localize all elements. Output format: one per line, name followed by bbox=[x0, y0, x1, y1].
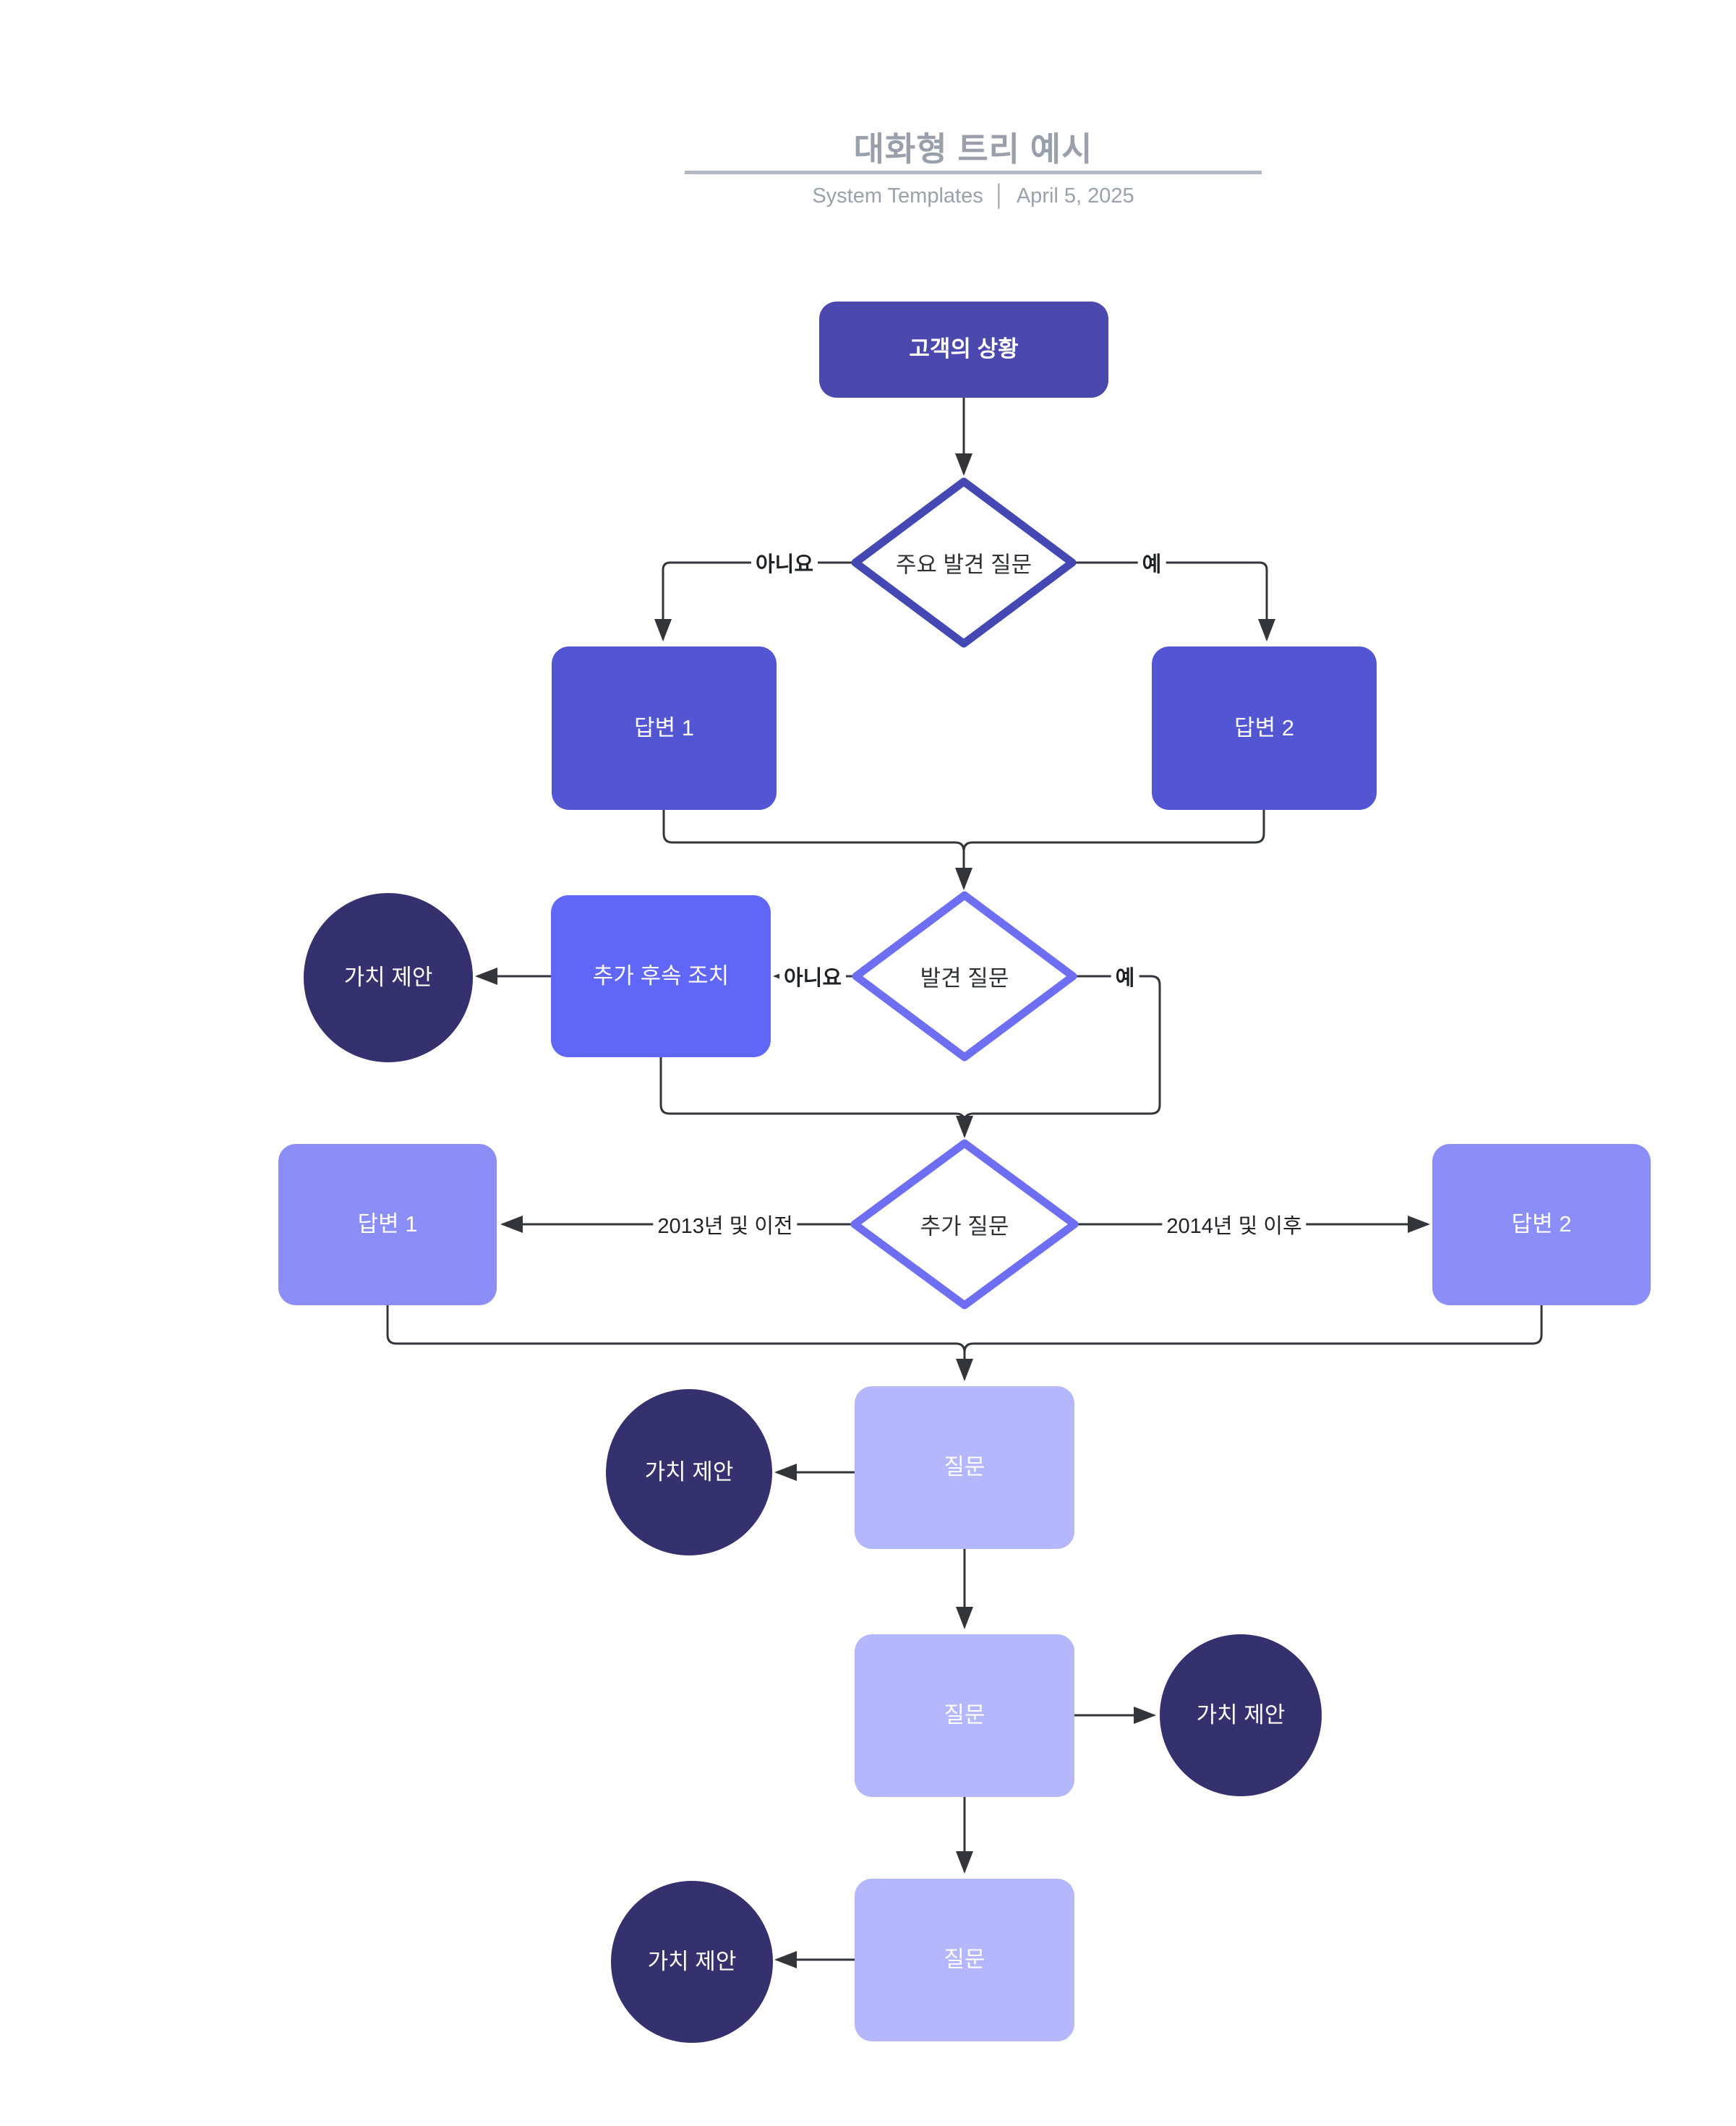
edge-label-yes-2: 예 bbox=[1111, 960, 1139, 993]
subtitle-left: System Templates bbox=[812, 184, 983, 208]
node-answer2-row3: 답변 2 bbox=[1432, 1144, 1651, 1305]
node-followup-action: 추가 후속 조치 bbox=[551, 895, 771, 1057]
edge-answer1r3-merge bbox=[386, 1305, 973, 1381]
edge-yes2-merge bbox=[956, 975, 1161, 1138]
edge-label-before-2013: 2013년 및 이전 bbox=[653, 1208, 798, 1241]
edge-no-to-answer1 bbox=[654, 561, 855, 641]
node-value-proposition-2: 가치 제안 bbox=[606, 1389, 772, 1555]
edge-answer1-merge bbox=[662, 810, 972, 890]
node-value-proposition-4: 가치 제안 bbox=[611, 1881, 773, 2043]
edge-yes-to-answer2 bbox=[1072, 561, 1275, 641]
edge-label-no-2: 아니요 bbox=[779, 960, 847, 993]
node-question-2: 질문 bbox=[855, 1634, 1074, 1797]
label-discovery-question: 발견 질문 bbox=[920, 965, 1009, 991]
subtitle-right: April 5, 2025 bbox=[1016, 184, 1134, 208]
node-value-proposition-1: 가치 제안 bbox=[304, 893, 473, 1062]
edge-label-yes-1: 예 bbox=[1137, 546, 1166, 579]
diamond-discovery-question bbox=[852, 891, 1077, 1062]
node-answer2-row1: 답변 2 bbox=[1152, 646, 1377, 810]
node-answer1-row3: 답변 1 bbox=[278, 1144, 497, 1305]
diamond-main-discovery-question bbox=[851, 477, 1077, 648]
node-question-3: 질문 bbox=[855, 1879, 1074, 2041]
page-subtitle: System Templates │ April 5, 2025 bbox=[685, 184, 1262, 208]
node-customer-situation: 고객의 상황 bbox=[819, 302, 1108, 398]
node-answer1-row1: 답변 1 bbox=[552, 646, 777, 810]
diamond-additional-question bbox=[850, 1139, 1079, 1310]
page-title: 대화형 트리 예시 bbox=[853, 130, 1093, 168]
title-underline bbox=[685, 171, 1262, 174]
node-value-proposition-3: 가치 제안 bbox=[1160, 1634, 1322, 1796]
edge-label-after-2014: 2014년 및 이후 bbox=[1162, 1208, 1307, 1241]
node-question-1: 질문 bbox=[855, 1386, 1074, 1549]
edge-answer2r3-merge bbox=[963, 1305, 1543, 1353]
edge-label-no-1: 아니요 bbox=[751, 546, 818, 579]
label-additional-question: 추가 질문 bbox=[920, 1213, 1009, 1239]
subtitle-divider: │ bbox=[993, 184, 1006, 208]
edge-followup-merge bbox=[659, 1057, 966, 1123]
edge-answer2-merge bbox=[962, 810, 1265, 852]
label-main-discovery-question: 주요 발견 질문 bbox=[895, 552, 1032, 578]
